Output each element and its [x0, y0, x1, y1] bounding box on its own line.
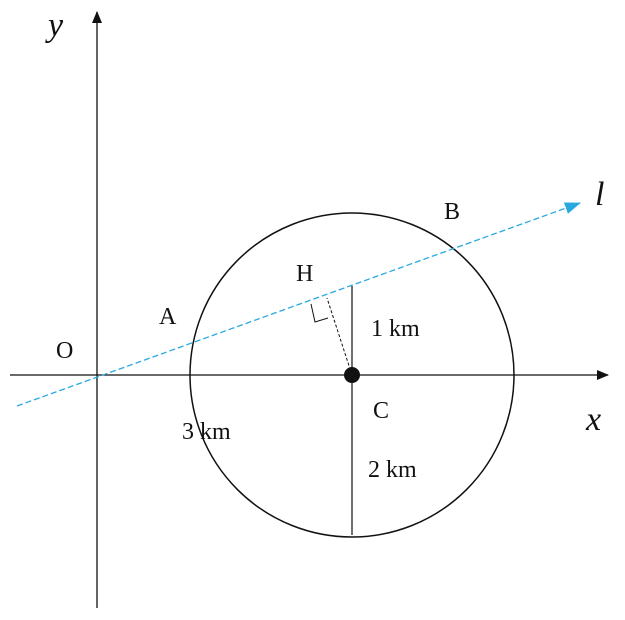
- point-b-label: B: [444, 199, 460, 225]
- origin-label: O: [56, 338, 73, 364]
- point-a-label: A: [159, 304, 177, 330]
- distance-oa-label: 3 km: [182, 419, 231, 445]
- point-c-dot: [344, 367, 360, 383]
- circle: [189, 212, 515, 538]
- point-h-label: H: [296, 261, 313, 287]
- point-c-label: C: [373, 398, 389, 424]
- right-angle-mark: [310, 303, 329, 323]
- y-axis-label: y: [45, 7, 64, 44]
- x-axis-label: x: [585, 401, 601, 438]
- line-l-label: l: [595, 176, 604, 213]
- distance-ch-label: 1 km: [371, 316, 420, 342]
- perpendicular-ch: [326, 297, 353, 376]
- radius-label: 2 km: [368, 457, 417, 483]
- line-l: [16, 202, 581, 407]
